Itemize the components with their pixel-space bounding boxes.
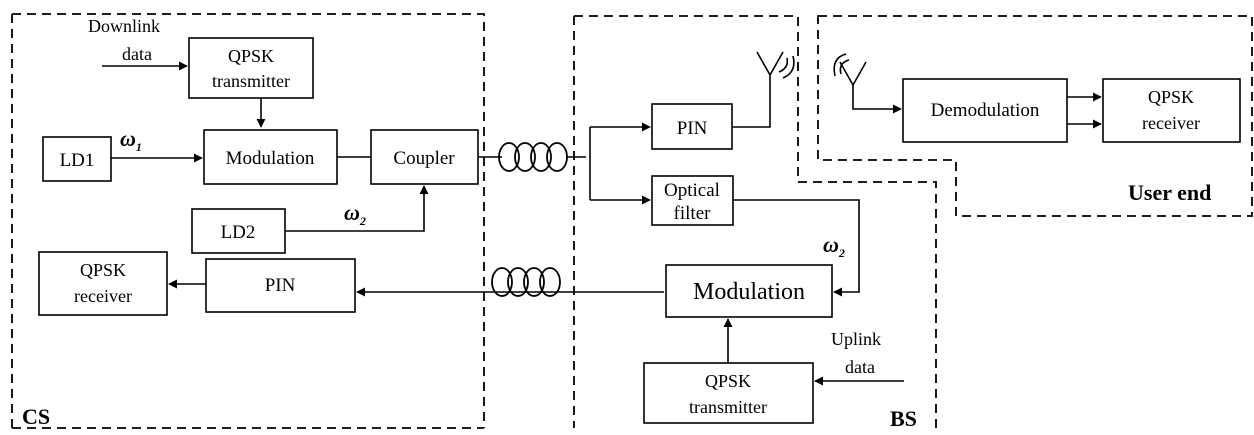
cs-qpsk-transmitter-label-2: transmitter (212, 71, 290, 91)
cs-pin-label: PIN (265, 275, 296, 296)
downlink-data-label: Downlink (88, 16, 160, 36)
bs-qpsk-transmitter-box (643, 362, 814, 424)
optical-filter-box (651, 175, 734, 226)
bs-pin-label: PIN (677, 118, 708, 139)
cs-qpsk-transmitter-box (188, 37, 314, 99)
demodulation-label: Demodulation (931, 100, 1040, 121)
cs-qpsk-transmitter-label: QPSK (228, 46, 274, 66)
bs-qpsk-transmitter-label: QPSK (705, 371, 751, 391)
cs-modulation-label: Modulation (226, 148, 315, 169)
ld2-label: LD2 (221, 222, 256, 243)
coupler-box (370, 129, 479, 185)
cs-pin-box (205, 258, 356, 313)
uplink-data-label-2: data (845, 357, 875, 377)
user-antenna-icon (833, 53, 867, 86)
optical-filter-label: Optical (664, 180, 720, 201)
bs-modulation-box (665, 264, 833, 318)
ld2-box (191, 208, 286, 254)
downlink-fiber-coil (498, 142, 568, 172)
bs-region-label: BS (890, 406, 917, 430)
user-qpsk-receiver-box (1102, 78, 1241, 143)
user-qpsk-receiver-label-2: receiver (1142, 113, 1200, 133)
cs-qpsk-receiver-box (38, 251, 168, 316)
cs-qpsk-receiver-label: QPSK (80, 260, 126, 280)
user-end-region-border (817, 15, 1253, 217)
demodulation-box (902, 78, 1068, 143)
cs-omega2-label: ω2 (344, 200, 366, 228)
pin-to-antenna-line (732, 75, 771, 128)
ld2-to-coupler-arrow (285, 185, 429, 232)
coupler-label: Coupler (393, 148, 455, 169)
antenna-to-demodulation-arrow (852, 85, 902, 114)
bs-qpsk-transmitter-label-2: transmitter (689, 397, 767, 417)
downlink-data-label-2: data (122, 44, 152, 64)
user-end-region-label: User end (1128, 180, 1211, 205)
bs-region-border (573, 15, 937, 428)
cs-qpsk-receiver-label-2: receiver (74, 286, 132, 306)
user-qpsk-receiver-label: QPSK (1148, 87, 1194, 107)
uplink-data-label: Uplink (831, 329, 881, 349)
uplink-fiber-coil (491, 267, 561, 297)
ld1-label: LD1 (60, 150, 95, 171)
bs-modulation-label: Modulation (693, 279, 805, 305)
bs-pin-box (651, 103, 733, 150)
optical-filter-label-2: filter (674, 203, 712, 224)
bs-omega2-label: ω2 (823, 232, 845, 260)
ld1-box (42, 136, 112, 182)
filter-to-modulation-arrow (733, 199, 860, 297)
cs-region-border (11, 13, 485, 429)
cs-region-label: CS (22, 404, 50, 429)
bs-antenna-icon (756, 51, 795, 79)
omega1-label: ω1 (120, 126, 142, 154)
